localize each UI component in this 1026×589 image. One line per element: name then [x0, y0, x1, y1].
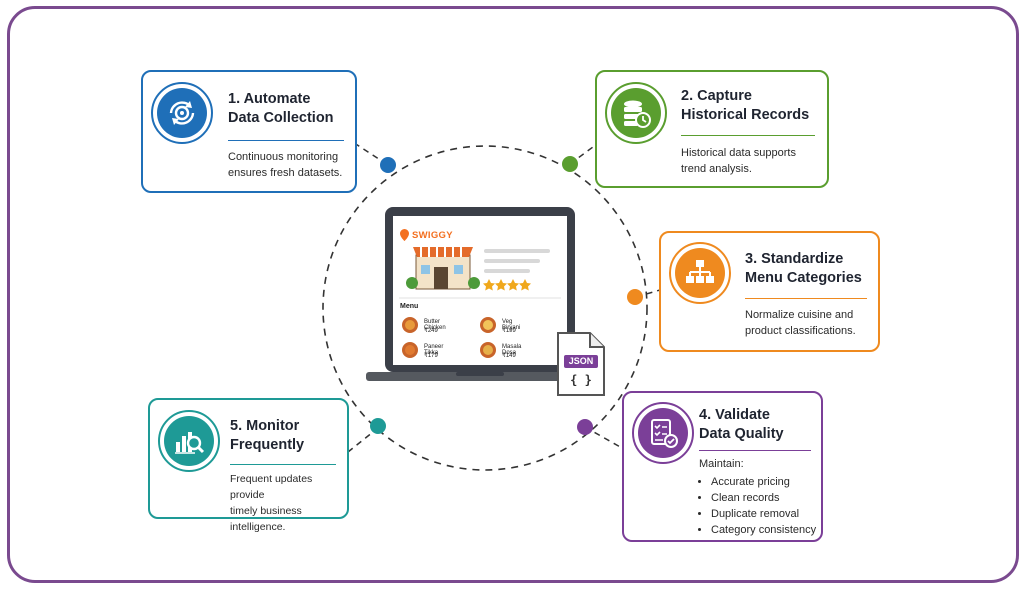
step4-icon-ring	[632, 402, 694, 464]
menu-item-name: Butter Chicken	[424, 319, 446, 331]
json-file-icon	[557, 332, 605, 396]
gear-sync-icon	[169, 101, 195, 125]
checklist-icon	[651, 419, 678, 448]
step4-bullet: Duplicate removal	[711, 506, 816, 522]
menu-label: Menu	[400, 303, 419, 310]
step5-node	[370, 418, 386, 434]
laptop-body	[366, 207, 594, 381]
central-dashed-circle	[322, 145, 648, 471]
connector-step1	[344, 136, 389, 166]
step1-icon-ring	[151, 82, 213, 144]
step2-node	[562, 156, 578, 172]
json-braces: { }	[570, 373, 592, 387]
step4-divider	[699, 450, 811, 451]
step5-divider	[230, 464, 336, 465]
step2-icon-ring	[605, 82, 667, 144]
menu-item-name: Paneer Tikka	[424, 344, 444, 356]
step4-bullet: Accurate pricing	[711, 474, 816, 490]
connector-step4	[584, 426, 623, 449]
step3-divider	[745, 298, 867, 299]
step4-bullet: Clean records	[711, 490, 816, 506]
database-clock-icon	[624, 100, 651, 128]
step3-icon-ring	[669, 242, 731, 304]
menu-item-price: ₹249	[424, 328, 438, 334]
menu-item-price: ₹179	[424, 353, 438, 359]
swiggy-pin-icon	[400, 229, 409, 241]
step1-node	[380, 157, 396, 173]
menu-item-name: Masala Dosa	[502, 344, 522, 356]
menu-item-price: ₹149	[502, 353, 516, 359]
step5-icon-ring	[158, 410, 220, 472]
step2-divider	[681, 135, 815, 136]
menu-item-name: Veg Biryani	[502, 319, 521, 331]
rating-stars	[483, 279, 531, 291]
menu-item-price: ₹199	[502, 328, 516, 334]
step4-bullet: Category consistency	[711, 522, 816, 538]
chart-search-icon	[175, 432, 205, 454]
swiggy-logo: SWIGGY	[400, 229, 453, 241]
step1-divider	[228, 140, 344, 141]
json-label: JSON	[568, 356, 594, 366]
step3-node	[627, 289, 643, 305]
step4-description: Maintain: Accurate pricing Clean records…	[699, 456, 816, 538]
hierarchy-icon	[686, 260, 714, 283]
step4-node	[577, 419, 593, 435]
